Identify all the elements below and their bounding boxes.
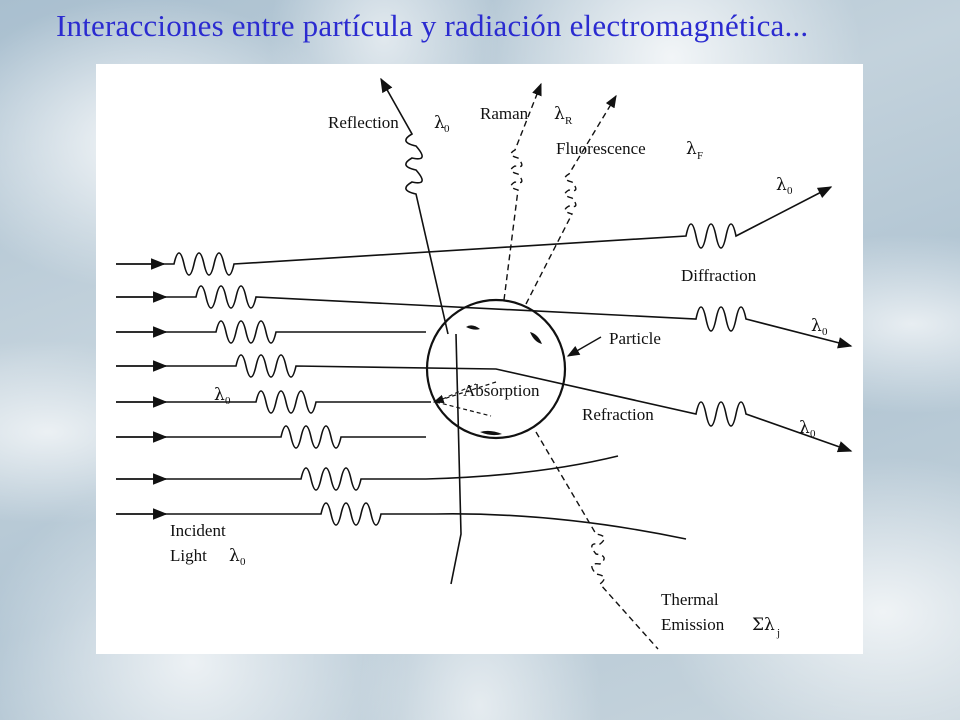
incident-mid-sub: 0 (225, 395, 231, 407)
incident-ray-3 (116, 320, 426, 344)
slide-title: Interacciones entre partícula y radiació… (56, 8, 809, 43)
reflection-sub: 0 (444, 123, 450, 135)
diffraction-label: Diffraction (681, 266, 757, 285)
absorption-label: Absorption (463, 381, 540, 400)
absorption-rays (432, 381, 497, 417)
diagram-panel: Reflection λ 0 Raman λ R Fluorescence λ … (96, 64, 863, 654)
diffraction-sub: 0 (822, 326, 828, 338)
fluorescence-ray (525, 94, 617, 305)
raman-sub: R (565, 115, 573, 127)
incident-ray-7 (116, 455, 619, 491)
incident-rays (116, 186, 853, 540)
top-right-lambda: λ (776, 175, 787, 195)
reflection-label: Reflection (328, 113, 399, 132)
particle-radiation-diagram: Reflection λ 0 Raman λ R Fluorescence λ … (116, 77, 853, 650)
refraction-lambda: λ (799, 418, 810, 438)
incident-label-1: Incident (170, 521, 226, 540)
incident-ray-8 (116, 502, 687, 540)
refraction-sub: 0 (810, 428, 816, 440)
reflection-lambda: λ (434, 113, 445, 133)
incident-ray-5 (116, 390, 431, 414)
thermal-label-1: Thermal (661, 590, 719, 609)
thermal-label-2: Emission (661, 615, 725, 634)
incident-lambda: λ (229, 546, 240, 566)
thermal-sub: j (776, 627, 780, 639)
incident-sub: 0 (240, 556, 246, 568)
incident-label-2: Light (170, 546, 207, 565)
incident-mid-lambda: λ (214, 385, 225, 405)
fluorescence-lambda: λ (686, 139, 697, 159)
thermal-emission-ray (535, 431, 659, 650)
raman-label: Raman (480, 104, 529, 123)
particle-sphere (425, 298, 567, 440)
incident-ray-4 (116, 354, 853, 453)
particle-label: Particle (609, 329, 661, 348)
particle-pointer (566, 336, 602, 357)
incident-ray-6 (116, 425, 426, 449)
particle-shading (466, 325, 542, 436)
fluorescence-label: Fluorescence (556, 139, 646, 158)
reflection-ray (380, 77, 462, 585)
fluorescence-sub: F (697, 150, 703, 162)
incident-ray-1 (116, 186, 833, 276)
thermal-sigma: Σ (752, 615, 764, 635)
raman-ray (503, 82, 542, 301)
top-right-sub: 0 (787, 185, 793, 197)
refraction-label: Refraction (582, 405, 654, 424)
incident-ray-2 (116, 285, 853, 349)
raman-lambda: λ (554, 104, 565, 124)
diffraction-lambda: λ (811, 316, 822, 336)
thermal-lambda: λ (764, 615, 775, 635)
